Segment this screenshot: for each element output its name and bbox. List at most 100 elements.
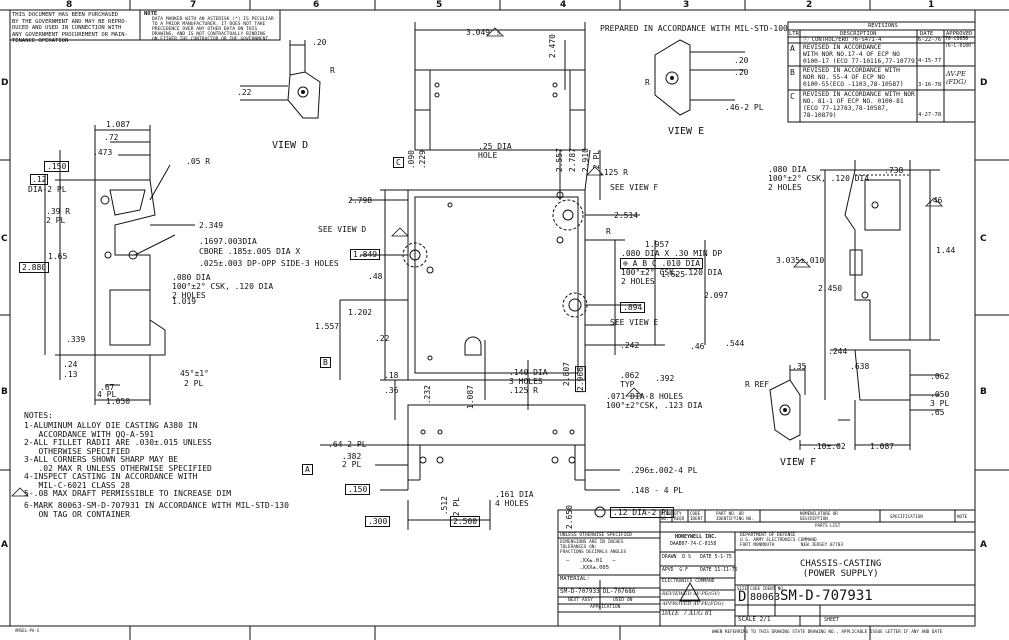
note-5: 5-.08 MAX DRAFT PERMISSIBLE TO INCREASE … — [24, 489, 232, 498]
dim-l-05r: .05 R — [186, 157, 211, 166]
tb-size-label: SIZE — [737, 586, 748, 591]
rev-col-date: DATE — [920, 31, 934, 37]
dim-e-20a: .20 — [734, 56, 749, 65]
dim-c-22: .22 — [375, 334, 390, 343]
view-d-label: VIEW D — [272, 140, 309, 151]
dim-b-148: .148 - 4 PL — [630, 486, 683, 495]
dim-l-67: .67 — [100, 383, 115, 392]
dim-l-080-dia: .080 DIA — [172, 273, 211, 282]
dim-c-r: R — [606, 227, 611, 236]
dim-b-382: .382 — [342, 452, 362, 461]
notes-title: NOTES: — [24, 411, 53, 420]
rev-row-1-date: 4-15-77 — [918, 58, 942, 64]
dim-e-46-2pl: .46-2 PL — [725, 103, 764, 112]
dim-l-150: .150 — [44, 161, 70, 172]
dim-c-080-csk: 100°±2° CSK, .120 DIA — [621, 268, 723, 277]
dim-c-2798: 2.798 — [348, 196, 373, 205]
note-label: NOTE — [144, 11, 158, 17]
dim-l-080-holes: 2 HOLES — [172, 291, 206, 300]
zone-side-b-right: B — [980, 387, 987, 397]
tb-hdr-note: NOTE — [957, 514, 968, 519]
rev-row-0-date: 6-22-76 — [918, 37, 942, 43]
tb-used-label: USED ON — [613, 598, 633, 603]
dim-l-72: .72 — [104, 133, 119, 142]
dim-r-1087: 1.087 — [870, 442, 895, 451]
dim-c-1202: 1.202 — [348, 308, 373, 317]
rev-row-2-appr: AV-PE (FDG) — [946, 70, 966, 86]
dim-b-296: .296±.002-4 PL — [630, 466, 698, 475]
tb-date: DATE 7 AUG 81 — [662, 610, 713, 617]
note-1: 1-ALUMINUM ALLOY DIE CASTING A380 IN ACC… — [24, 421, 198, 439]
dim-c-090: .090 — [407, 150, 416, 170]
dim-l-1019: 1.019 — [172, 297, 197, 306]
view-f-label: VIEW F — [780, 457, 817, 468]
datum-a: A — [302, 464, 313, 475]
dim-l-45deg: 45°±1° — [180, 369, 209, 378]
dim-r-080csk: 100°±2° CSK, .120 DIA — [768, 174, 870, 183]
dim-c-229: .229 — [418, 150, 427, 170]
tb-unless: UNLESS OTHERWISE SPECIFIED — [560, 533, 632, 538]
zone-side-b: B — [1, 387, 8, 397]
note-6: 6-MARK 80063-SM-D-707931 IN ACCORDANCE W… — [24, 501, 289, 519]
dim-b-300: .300 — [365, 516, 391, 527]
dim-c-18: .18 — [384, 371, 399, 380]
zone-side-d: D — [1, 78, 9, 88]
dim-c-1957: 1.957 — [645, 240, 670, 249]
dim-c-125r: .125 R — [599, 168, 628, 177]
tb-drawing-title: CHASSIS-CASTING (POWER SUPPLY) — [800, 559, 882, 579]
prepared-statement: PREPARED IN ACCORDANCE WITH MIL-STD-100 — [600, 24, 788, 33]
dim-c-hole: HOLE — [478, 151, 498, 160]
note-4: 4-INSPECT CASTING IN ACCORDANCE WITH MIL… — [24, 472, 198, 490]
dim-c-2910: 2.910 — [581, 148, 590, 173]
tb-drawn: DRAWN D S — [662, 555, 691, 560]
tb-next-assy: SM-D-707933 — [560, 588, 600, 595]
rev-row-3-desc: REVISED IN ACCORDANCE WITH NOR NO. 81-1 … — [803, 91, 915, 119]
dim-l-4pl: 4 PL — [97, 390, 117, 399]
dim-d-22: .22 — [237, 88, 252, 97]
dim-r-080dia: .080 DIA — [768, 165, 807, 174]
dim-c-071dia: .071 DIA-8 HOLES — [606, 392, 684, 401]
dim-b-2pl-b: 2 PL — [452, 497, 461, 517]
dim-c-36: .36 — [384, 386, 399, 395]
tb-hdr-qty: QTY REQD — [674, 511, 685, 521]
rev-row-1-desc: REVISED IN ACCORDANCE WITH NOR NO.17-4 O… — [803, 44, 919, 65]
zone-top-6: 6 — [313, 0, 320, 10]
dim-c-2787: 2.787 — [568, 148, 577, 173]
dim-l-cbore-1: .1697.003DIA — [199, 237, 257, 246]
tb-hdr-spec: SPECIFICATION — [890, 514, 923, 519]
rev-row-0-appr: 76-C0056 — [945, 37, 969, 42]
tb-hdr-nomen: NOMENCLATURE OR DESCRIPTION — [800, 511, 838, 521]
rev-row-3-ltr: C — [790, 92, 795, 101]
dim-r-3035: 3.035±.010 — [776, 256, 825, 265]
dim-c-2pl: 2 PL — [592, 150, 601, 170]
dim-l-080-csk: 100°±2° CSK, .120 DIA — [172, 282, 274, 291]
datum-b: B — [320, 357, 331, 368]
note-2: 2-ALL FILLET RADII ARE .030±.015 UNLESS … — [24, 438, 212, 456]
rev-col-ltr: LTR — [789, 31, 799, 37]
zone-side-a: A — [1, 540, 8, 550]
dim-c-062: .062 — [620, 371, 640, 380]
dim-c-242: .242 — [620, 341, 640, 350]
zone-side-d-right: D — [980, 78, 988, 88]
tb-tolerances: — .XX±.01 — .XXX±.005 — [566, 558, 616, 571]
zone-top-8: 8 — [66, 0, 73, 10]
tb-sheet: SHEET — [824, 617, 840, 623]
dim-l-12: .12 — [30, 174, 49, 185]
dim-c-1849: 1.849 — [350, 249, 381, 260]
dim-b-2500: 2.500 — [450, 516, 481, 527]
dim-l-2349: 2.349 — [199, 221, 224, 230]
dim-c-48: .48 — [368, 272, 383, 281]
tb-code-label: CODE IDENT NO. — [750, 586, 786, 591]
dim-c-071csk: 100°±2°CSK, .123 DIA — [606, 401, 703, 410]
tb-dims-inches: DIMENSIONS ARE IN INCHES TOLERANCES ON: … — [560, 540, 627, 555]
rev-row-1-ltr: A — [790, 44, 795, 53]
dim-c-140holes: 3 HOLES — [509, 377, 543, 386]
dim-l-39r: .39 R — [46, 207, 71, 216]
dim-b-512: .512 — [440, 496, 449, 516]
note-3: 3-ALL CORNERS SHOWN SHARP MAY BE .02 MAX… — [24, 455, 212, 473]
dim-r-35: .35 — [792, 362, 807, 371]
dim-c-544: .544 — [725, 339, 745, 348]
dim-b-64-2pl: .64-2 PL — [328, 440, 367, 449]
corner-mark: AMSEL-PA-S — [15, 628, 40, 633]
